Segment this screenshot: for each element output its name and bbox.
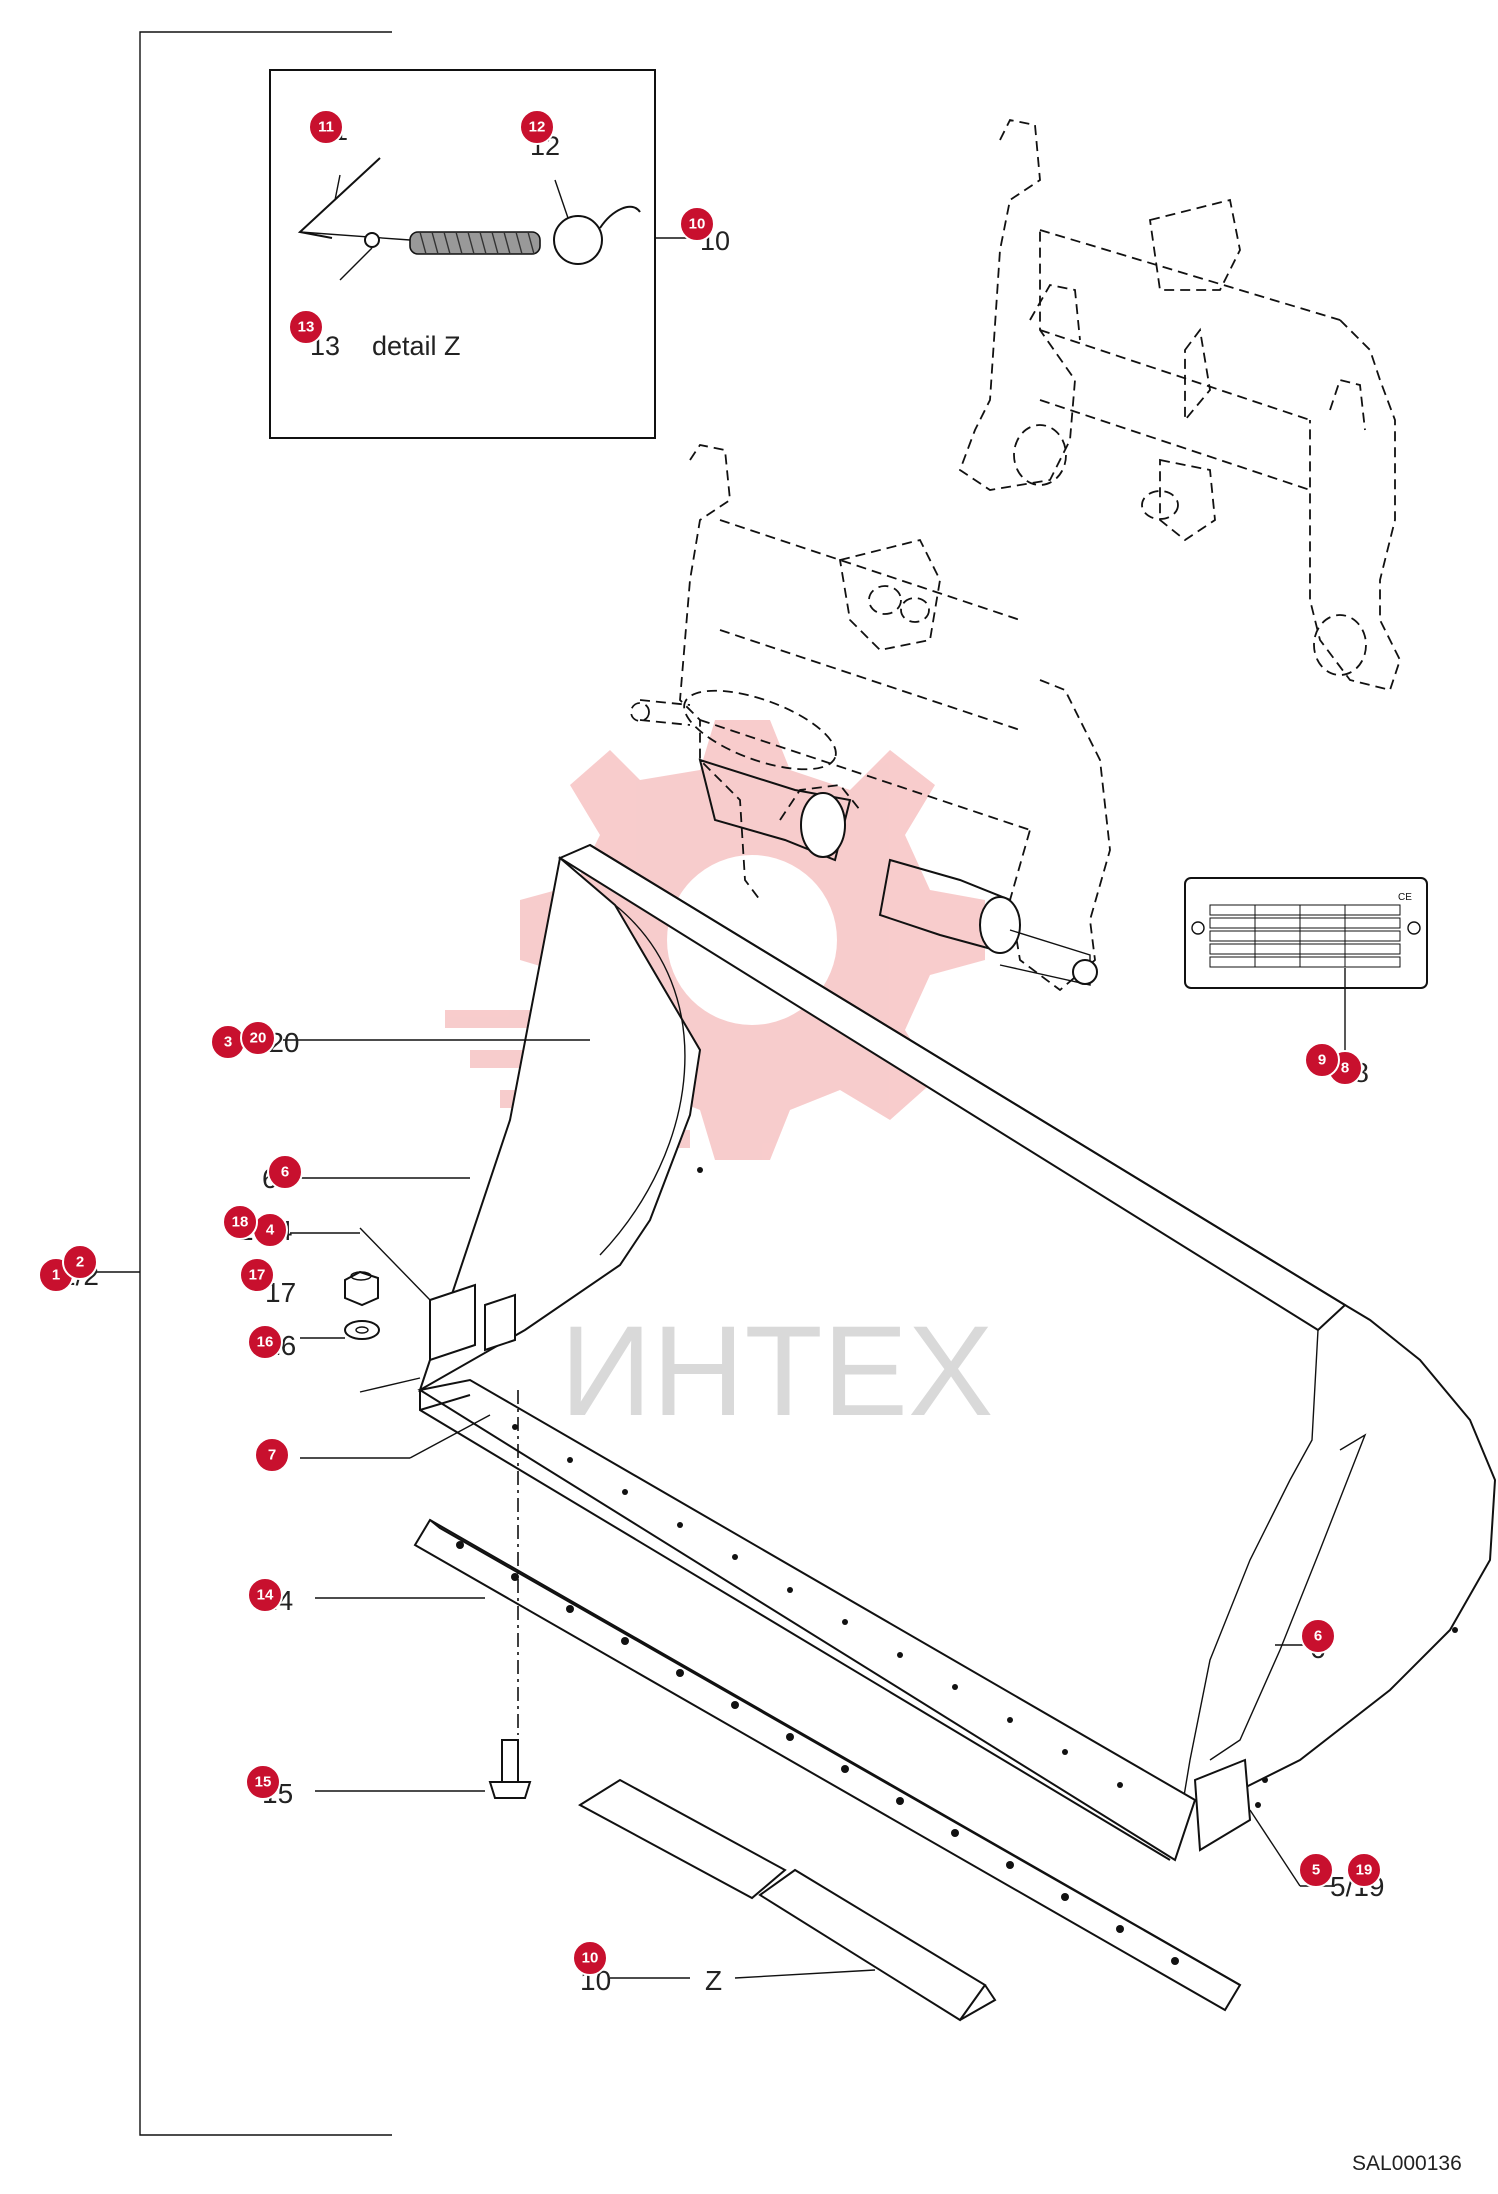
drawing-code: SAL000136 (1352, 2152, 1462, 2175)
svg-text:1: 1 (52, 1267, 60, 1284)
nameplate: CE (1184, 877, 1428, 1060)
detail-washer (364, 232, 380, 248)
svg-text:12: 12 (529, 119, 546, 136)
bucket (359, 843, 1497, 1862)
svg-text:17: 17 (249, 1267, 266, 1284)
marker-3[interactable]: 3 (210, 1024, 246, 1060)
view-z-label: Z (705, 1965, 722, 1996)
detail-latch-wire (297, 157, 381, 239)
svg-text:14: 14 (257, 1587, 274, 1604)
marker-15[interactable]: 15 (245, 1764, 281, 1800)
marker-6a[interactable]: 6 (267, 1154, 303, 1190)
svg-text:18: 18 (232, 1214, 249, 1231)
svg-text:6: 6 (281, 1164, 289, 1181)
bucket-left-side (418, 856, 702, 1393)
marker-10b[interactable]: 10 (572, 1940, 608, 1976)
detail-label: detail Z (372, 331, 461, 361)
svg-text:4: 4 (266, 1222, 275, 1239)
marker-9[interactable]: 9 (1304, 1042, 1340, 1078)
svg-text:2: 2 (76, 1254, 84, 1271)
front-frame-cylinders (698, 758, 1098, 986)
bucket-right-side (1179, 1329, 1319, 1821)
marker-7[interactable]: 7 (254, 1437, 290, 1473)
washer (344, 1320, 380, 1340)
svg-text:16: 16 (257, 1334, 274, 1351)
svg-text:6: 6 (1314, 1628, 1322, 1645)
detail-ring-hook (553, 215, 603, 265)
svg-text:13: 13 (298, 319, 315, 336)
marker-10a[interactable]: 10 (679, 206, 715, 242)
nameplate-ce-mark: CE (1398, 892, 1412, 903)
side-wear-plate (429, 1283, 476, 1362)
leader-lines (283, 1039, 1335, 1979)
cylinder-end-right (979, 896, 1021, 954)
cylinder-end-left (800, 792, 846, 858)
marker-16[interactable]: 16 (247, 1324, 283, 1360)
svg-text:5: 5 (1312, 1862, 1320, 1879)
svg-text:15: 15 (255, 1774, 272, 1791)
rear-coupler-frame (958, 118, 1401, 692)
svg-text:11: 11 (318, 119, 334, 136)
marker-11[interactable]: 11 (308, 109, 344, 145)
svg-text:8: 8 (1341, 1060, 1349, 1077)
corner-wear-plate (1193, 1758, 1252, 1852)
svg-text:9: 9 (1318, 1052, 1326, 1069)
marker-18[interactable]: 18 (222, 1204, 258, 1240)
detail-spring (409, 231, 541, 255)
marker-12[interactable]: 12 (519, 109, 555, 145)
marker-5[interactable]: 5 (1298, 1852, 1334, 1888)
marker-19[interactable]: 19 (1346, 1852, 1382, 1888)
assembly-bracket (90, 31, 392, 2136)
marker-6b[interactable]: 6 (1300, 1618, 1336, 1654)
watermark-text: ИНТЕХ (560, 1300, 993, 1443)
bucket-cutting-edge (417, 1378, 1197, 1862)
marker-20[interactable]: 20 (240, 1020, 276, 1056)
svg-text:3: 3 (224, 1034, 232, 1051)
blade-bolt-holes (456, 1541, 1179, 1965)
bucket-bolt-holes (512, 1167, 1458, 1808)
svg-text:10: 10 (582, 1950, 599, 1967)
cover-plate-right (758, 1868, 987, 2022)
marker-17[interactable]: 17 (239, 1257, 275, 1293)
cover-plate-left (578, 1778, 787, 1900)
hex-nut (344, 1270, 379, 1307)
bolt (488, 1739, 532, 1799)
svg-text:20: 20 (250, 1030, 267, 1047)
svg-text:7: 7 (268, 1447, 276, 1464)
marker-14[interactable]: 14 (247, 1577, 283, 1613)
marker-2[interactable]: 2 (62, 1244, 98, 1280)
marker-4[interactable]: 4 (252, 1212, 288, 1248)
svg-text:19: 19 (1356, 1862, 1373, 1879)
svg-text:10: 10 (689, 216, 706, 233)
marker-13[interactable]: 13 (288, 309, 324, 345)
